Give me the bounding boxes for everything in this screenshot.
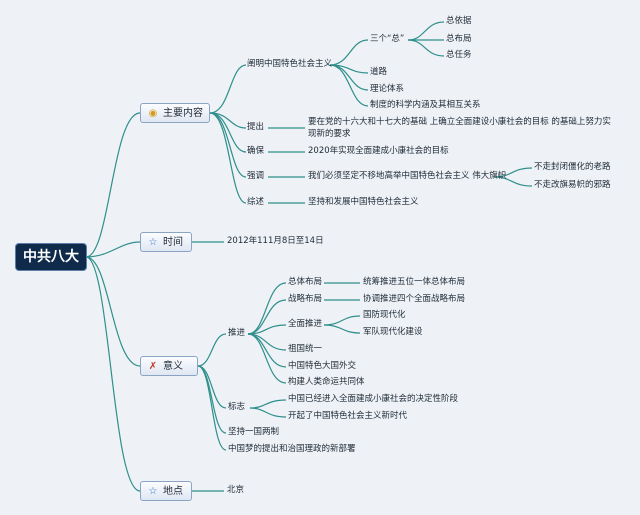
node-no-evil-road[interactable]: 不走改旗易帜的邪路 [534, 180, 611, 190]
node-community[interactable]: 构建人类命运共同体 [288, 377, 365, 387]
tools-icon: ✗ [148, 361, 158, 372]
node-no-old-road[interactable]: 不走封闭僵化的老路 [534, 162, 611, 172]
node-mark-1[interactable]: 中国已经进入全面建成小康社会的决定性阶段 [288, 394, 459, 404]
node-propose[interactable]: 提出 [247, 122, 265, 132]
topic-meaning[interactable]: ✗ 意义 [140, 356, 198, 376]
node-unify[interactable]: 祖国统一 [288, 344, 323, 354]
node-propose-text-2[interactable]: 现新的要求 [308, 129, 351, 139]
node-summary-text[interactable]: 坚持和发展中国特色社会主义 [308, 197, 419, 207]
node-diplomacy[interactable]: 中国特色大国外交 [288, 361, 357, 371]
topic-place[interactable]: ☆ 地点 [140, 481, 192, 501]
node-mark[interactable]: 标志 [228, 402, 246, 412]
topic-time-label: 时间 [163, 237, 183, 248]
node-emphasize[interactable]: 强调 [247, 171, 265, 181]
node-three-totals[interactable]: 三个“总” [370, 34, 405, 44]
node-overall-text[interactable]: 统筹推进五位一体总体布局 [363, 277, 466, 287]
node-one-country[interactable]: 坚持一国两制 [228, 427, 280, 437]
node-summary[interactable]: 综述 [247, 197, 265, 207]
star-icon: ☆ [148, 486, 158, 497]
topic-meaning-label: 意义 [163, 361, 183, 372]
node-task[interactable]: 总任务 [446, 50, 472, 60]
node-army[interactable]: 军队现代化建设 [363, 327, 423, 337]
root-node[interactable]: 中共八大 [16, 244, 86, 270]
node-system[interactable]: 制度的科学内涵及其相互关系 [370, 100, 481, 110]
node-clarify[interactable]: 阐明中国特色社会主义 [247, 59, 333, 69]
node-strategy-text[interactable]: 协调推进四个全面战略布局 [363, 294, 466, 304]
node-dream[interactable]: 中国梦的提出和治国理政的新部署 [228, 444, 356, 454]
topic-main-content[interactable]: ◉ 主要内容 [140, 103, 210, 123]
topic-time[interactable]: ☆ 时间 [140, 232, 192, 252]
node-full-push[interactable]: 全面推进 [288, 319, 323, 329]
node-defense[interactable]: 国防现代化 [363, 310, 406, 320]
node-mark-2[interactable]: 开起了中国特色社会主义新时代 [288, 411, 408, 421]
topic-place-label: 地点 [163, 486, 183, 497]
node-push[interactable]: 推进 [228, 328, 246, 338]
node-strategy[interactable]: 战略布局 [288, 294, 323, 304]
node-theory[interactable]: 理论体系 [370, 84, 405, 94]
node-time-text[interactable]: 2012年111月8日至14日 [227, 236, 324, 246]
node-overall[interactable]: 总体布局 [288, 277, 323, 287]
medal-icon: ◉ [148, 108, 158, 119]
topic-main-label: 主要内容 [163, 108, 203, 119]
star-icon: ☆ [148, 237, 158, 248]
node-place-text[interactable]: 北京 [227, 485, 245, 495]
node-emphasize-text[interactable]: 我们必须坚定不移地高举中国特色社会主义 伟大旗帜 [308, 171, 507, 181]
node-road[interactable]: 道路 [370, 67, 388, 77]
node-ensure[interactable]: 确保 [247, 146, 265, 156]
node-basis[interactable]: 总依据 [446, 16, 472, 26]
node-ensure-text[interactable]: 2020年实现全面建成小康社会的目标 [308, 146, 449, 156]
node-propose-text-1[interactable]: 要在党的十六大和十七大的基础 上确立全面建设小康社会的目标 的基础上努力实 [308, 117, 611, 127]
node-layout[interactable]: 总布局 [446, 34, 472, 44]
